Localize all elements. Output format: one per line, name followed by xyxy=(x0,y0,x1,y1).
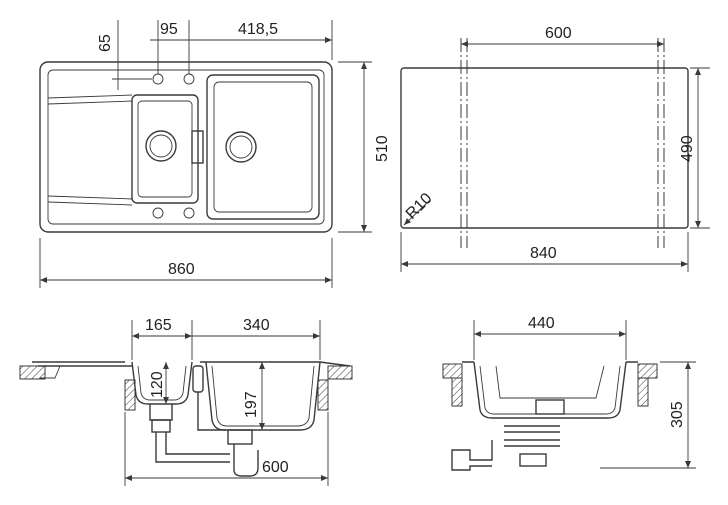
drain-pipe xyxy=(165,432,230,455)
trap xyxy=(233,444,259,477)
main-bowl-drain-inner xyxy=(229,135,253,159)
dim-label-165: 165 xyxy=(145,317,172,334)
cutout-outline xyxy=(400,67,689,229)
tap-hole xyxy=(152,73,164,85)
sink-top-view: 65 95 418,5 510 860 xyxy=(39,20,391,288)
side-trap-nut xyxy=(519,453,547,467)
overflow-pipe xyxy=(192,365,204,393)
dim-label-65: 65 xyxy=(97,34,114,52)
main-bowl-section xyxy=(205,361,321,431)
countertop-right xyxy=(327,365,353,380)
side-bowl-section-inner xyxy=(479,365,621,415)
dim-label-305: 305 xyxy=(669,401,686,428)
main-bowl-drain xyxy=(225,131,257,163)
drain-pipe xyxy=(155,432,230,463)
main-drain-nut xyxy=(227,429,253,445)
dim-label-860: 860 xyxy=(168,261,195,278)
sink-outline xyxy=(39,61,333,233)
dim-label-95: 95 xyxy=(160,21,178,38)
dim-label-197: 197 xyxy=(243,391,260,418)
dim-label-490: 490 xyxy=(679,135,696,162)
cutout-view: 600 490 840 R10 xyxy=(400,25,710,272)
countertop-left xyxy=(442,363,463,379)
drainer-lip xyxy=(40,365,61,379)
side-drain-nut xyxy=(535,399,565,415)
side-pipe xyxy=(504,425,560,433)
tap-hole xyxy=(183,207,195,219)
side-section-view: 440 305 xyxy=(442,315,696,471)
small-drain xyxy=(149,404,173,421)
sink-rim xyxy=(47,69,325,225)
dim-label-510: 510 xyxy=(374,135,391,162)
dim-label-r10: R10 xyxy=(403,190,436,223)
side-bowl-section xyxy=(473,361,627,419)
main-bowl xyxy=(206,74,320,220)
main-bowl-section-inner xyxy=(211,365,315,427)
radius-leader xyxy=(403,199,431,226)
small-bowl-drain xyxy=(145,130,177,162)
front-section-view: 165 340 120 197 600 xyxy=(19,317,353,486)
small-bowl-drain-inner xyxy=(149,134,173,158)
main-bowl-inner xyxy=(213,81,313,213)
side-outlet xyxy=(451,440,493,471)
overflow-hose xyxy=(197,392,226,431)
dim-label-440: 440 xyxy=(528,315,555,332)
small-bowl-section-inner xyxy=(137,365,187,401)
small-bowl-section xyxy=(131,361,193,405)
cabinet-wall-left xyxy=(124,379,136,411)
dim-label-840: 840 xyxy=(530,245,557,262)
countertop-right xyxy=(637,363,658,379)
drainer-edge xyxy=(47,94,133,206)
small-drain-nut xyxy=(151,419,171,433)
dim-label-600: 600 xyxy=(545,25,572,42)
side-pipe xyxy=(504,439,560,447)
dim-label-418-5: 418,5 xyxy=(238,21,278,38)
side-bowl-step xyxy=(495,365,605,399)
cabinet-wall-right xyxy=(317,379,329,411)
countertop-left xyxy=(19,365,46,380)
dim-label-340: 340 xyxy=(243,317,270,334)
tap-hole xyxy=(152,207,164,219)
tap-hole xyxy=(183,73,195,85)
dim-label-120: 120 xyxy=(149,371,166,398)
cabinet-wall-left xyxy=(451,377,463,407)
cabinet-wall-right xyxy=(637,377,649,407)
dim-label-600-cabinet: 600 xyxy=(262,459,289,476)
small-bowl xyxy=(131,94,199,204)
overflow-slot xyxy=(191,130,204,164)
